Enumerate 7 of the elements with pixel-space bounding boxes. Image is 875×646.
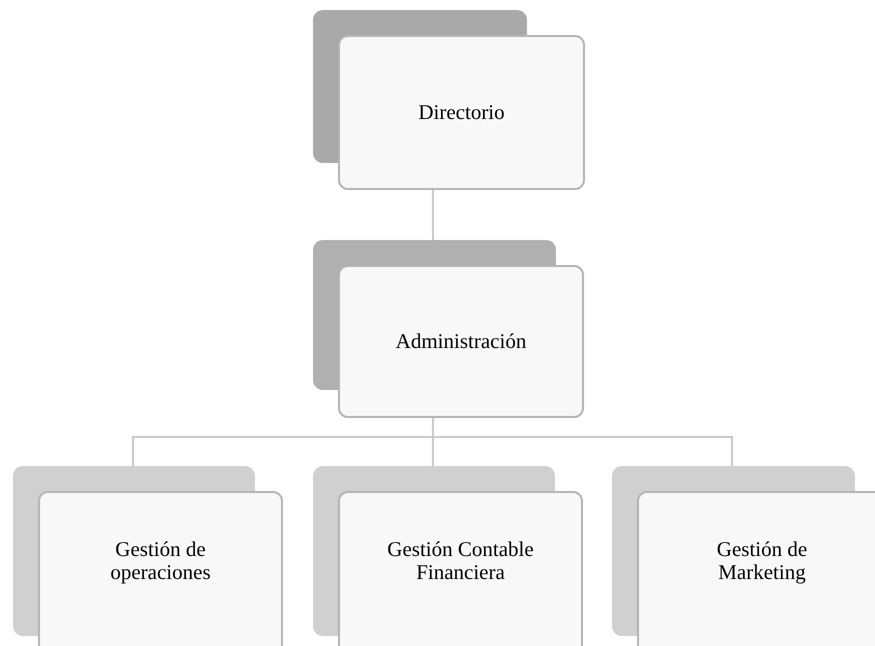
box-label: Directorio bbox=[418, 100, 505, 124]
box-label: Gestión de operaciones bbox=[109, 538, 212, 584]
box-label: Gestión Contable Financiera bbox=[386, 538, 535, 584]
connector-line bbox=[432, 190, 434, 240]
box-label: Gestión de Marketing bbox=[716, 538, 808, 584]
box-label: Administración bbox=[396, 330, 526, 354]
connector-line bbox=[432, 418, 733, 466]
